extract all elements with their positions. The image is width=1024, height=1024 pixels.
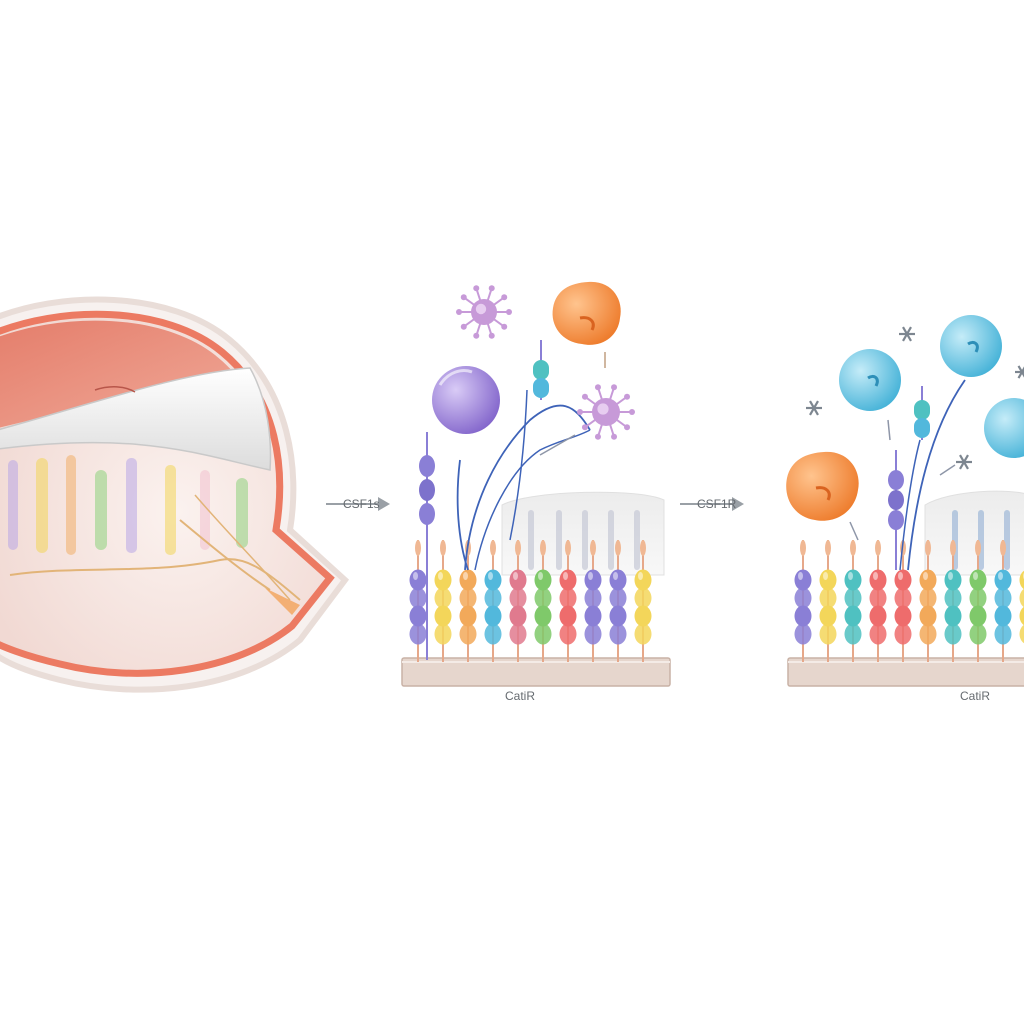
- photoreceptor-cell: [844, 540, 862, 662]
- cytokine-stars: [806, 326, 1024, 470]
- photoreceptor-cell: [969, 540, 987, 662]
- macrophage-icon: [432, 366, 500, 434]
- retina-layer-cells: [8, 455, 248, 555]
- receptor-icon: [533, 340, 549, 400]
- macrophage-icon: [839, 349, 901, 411]
- panel-3-label: CatiR: [960, 689, 991, 703]
- arrow-1: [326, 497, 390, 511]
- photoreceptor-cell: [609, 540, 627, 662]
- photoreceptor-cell: [919, 540, 937, 662]
- arrow-1-label: CSF1s: [343, 497, 380, 511]
- photoreceptor-cell: [994, 540, 1012, 662]
- cell-membrane: [787, 657, 1024, 687]
- cytokine-star-icon: [899, 326, 915, 342]
- photoreceptor-cell: [509, 540, 527, 662]
- cell-membrane: [401, 657, 671, 687]
- photoreceptor-chains: [409, 540, 652, 662]
- panel-2: [401, 281, 671, 687]
- receptor-icon: [888, 450, 904, 570]
- photoreceptor-cell: [819, 540, 837, 662]
- photoreceptor-cell: [634, 540, 652, 662]
- photoreceptor-cell: [944, 540, 962, 662]
- receptor-icon: [914, 386, 930, 440]
- photoreceptor-chains: [794, 540, 1024, 662]
- photoreceptor-cell: [584, 540, 602, 662]
- eye-cross-section-icon: [0, 296, 350, 693]
- panel-3: [786, 315, 1024, 687]
- macrophage-icon: [552, 281, 621, 368]
- photoreceptor-cell: [534, 540, 552, 662]
- photoreceptor-cell: [434, 540, 452, 662]
- cytokine-star-icon: [956, 454, 972, 470]
- photoreceptor-cell: [409, 540, 427, 662]
- panel-2-label: CatiR: [505, 689, 536, 703]
- cytokine-star-icon: [806, 400, 822, 416]
- cytokine-star-icon: [1015, 365, 1024, 379]
- photoreceptor-cell: [1019, 570, 1024, 644]
- virus-icon: [456, 285, 512, 339]
- arrow-2: [680, 497, 744, 511]
- photoreceptor-cell: [869, 540, 887, 662]
- virus-icon: [577, 384, 635, 440]
- photoreceptor-cell: [559, 540, 577, 662]
- photoreceptor-cell: [484, 540, 502, 662]
- photoreceptor-cell: [794, 540, 812, 662]
- photoreceptor-cell: [459, 540, 477, 662]
- macrophage-icon: [786, 451, 859, 521]
- photoreceptor-cell: [894, 540, 912, 662]
- macrophage-icon: [984, 398, 1024, 458]
- receptor-icon: [419, 432, 435, 660]
- macrophage-icon: [940, 315, 1002, 377]
- arrow-2-label: CSF1R: [697, 497, 737, 511]
